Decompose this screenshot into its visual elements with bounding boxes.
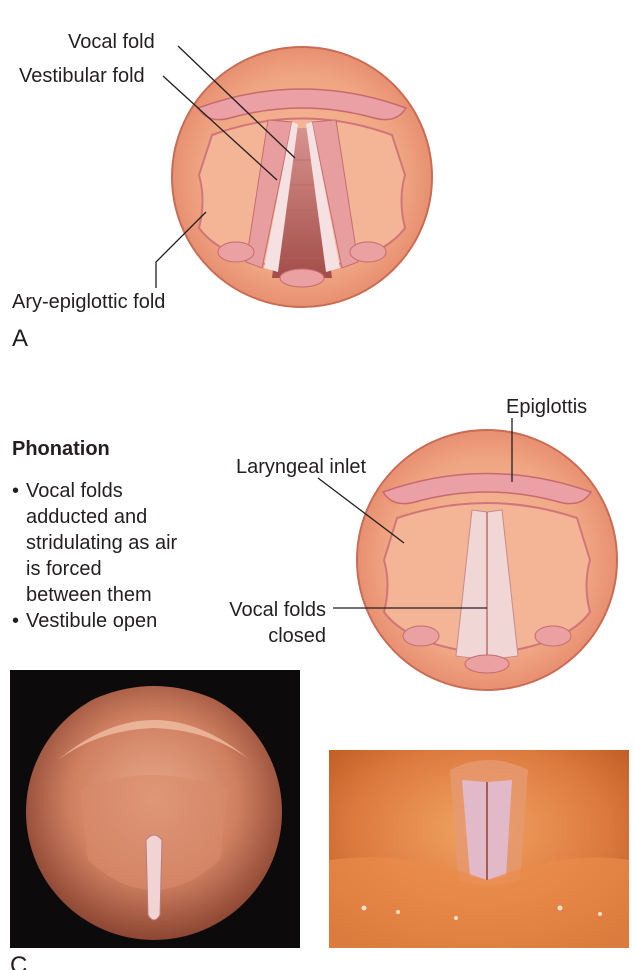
label-vestibular-fold: Vestibular fold xyxy=(19,65,145,87)
label-vocal-folds-closed: Vocal folds closed xyxy=(229,599,326,647)
phonation-heading: Phonation xyxy=(12,438,110,460)
phonation-bullet-2: Vestibule open xyxy=(12,608,182,634)
label-laryngeal-inlet: Laryngeal inlet xyxy=(236,456,367,478)
label-ary-epiglottic-fold: Ary-epiglottic fold xyxy=(12,291,166,313)
label-vocal-fold: Vocal fold xyxy=(68,31,155,53)
endoscopic-photo-d xyxy=(329,750,629,948)
leader-lines-a xyxy=(155,45,296,288)
panel-letter-a: A xyxy=(12,325,29,352)
larynx-illustration-b xyxy=(356,429,618,691)
panel-letter-c: C xyxy=(10,952,28,970)
phonation-bullet-1: Vocal folds adducted and stridulating as… xyxy=(12,478,182,608)
endoscopic-photo-c xyxy=(10,670,300,948)
leader-lines-b xyxy=(317,418,513,609)
larynx-illustration-a xyxy=(171,46,433,308)
phonation-bullet-list: Vocal folds adducted and stridulating as… xyxy=(12,478,182,634)
label-epiglottis: Epiglottis xyxy=(506,396,588,418)
